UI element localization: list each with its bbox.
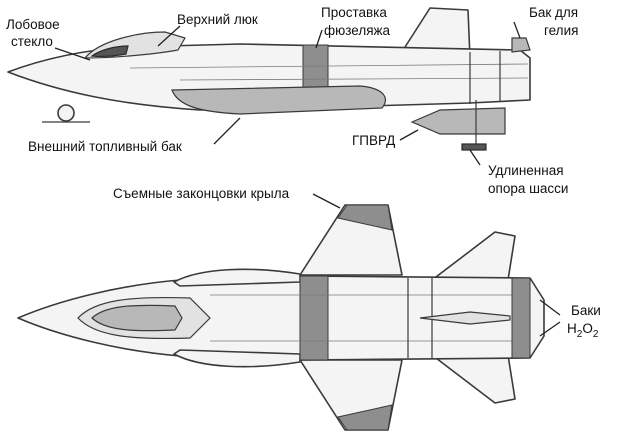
top-center-spike (419, 311, 511, 325)
label-windshield-line1: Лобовое (6, 17, 60, 32)
label-upper-hatch: Верхний люк (177, 12, 258, 27)
side-ramjet (410, 107, 506, 135)
side-view (7, 7, 531, 151)
top-stabilizer-upper (431, 231, 516, 281)
leader-lines (54, 21, 561, 337)
label-h2o2-tanks-line2: H2O2 (567, 321, 599, 340)
top-stabilizer-lower (431, 354, 516, 404)
top-fuselage (17, 275, 545, 361)
top-fuel-tank-upper (173, 268, 301, 287)
side-canopy-glass (90, 45, 129, 57)
top-wingtip-upper (337, 204, 393, 231)
side-helium-tank (511, 37, 531, 53)
side-gear-foot (461, 143, 487, 151)
top-canopy-inner (91, 304, 183, 332)
label-fuselage-spacer-line1: Проставка (321, 5, 387, 20)
label-extended-gear-line1: Удлиненная (488, 163, 564, 178)
label-windshield-line2: стекло (11, 34, 53, 49)
label-fuselage-spacer-line2: фюзеляжа (324, 23, 391, 38)
label-helium-tank-line2: гелия (544, 23, 578, 38)
label-h2o2-tanks-line1: Баки (571, 303, 601, 318)
side-external-fuel-tank (171, 85, 386, 115)
label-ramjet: ГПВРД (352, 133, 395, 148)
top-fuel-tank-lower (173, 349, 301, 368)
top-fuselage-spacer-band (299, 275, 329, 361)
label-extended-gear-line2: опора шасси (488, 181, 568, 196)
side-nose-wheel (57, 104, 75, 122)
top-view (17, 204, 545, 431)
label-helium-tank-line1: Бак для (529, 5, 578, 20)
top-wingtip-lower (337, 404, 393, 431)
label-external-fuel-tank: Внешний топливный бак (28, 139, 182, 154)
label-wingtips: Съемные законцовки крыла (113, 186, 290, 201)
